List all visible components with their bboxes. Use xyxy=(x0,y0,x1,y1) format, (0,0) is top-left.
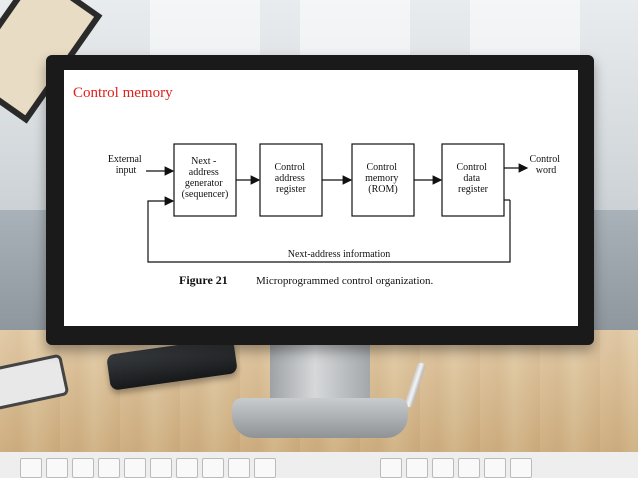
monitor-stand xyxy=(270,335,370,405)
figure-number: Figure 21 xyxy=(179,273,228,287)
control-address-register-label: Control address register xyxy=(274,162,307,195)
monitor-base xyxy=(232,398,408,438)
slide-screen: Control memory External input Next - add… xyxy=(64,70,578,326)
control-data-register-label: Control data register xyxy=(456,162,489,195)
control-word-label: Control word xyxy=(529,154,562,176)
slide-title: Control memory xyxy=(73,85,173,101)
feedback-path xyxy=(147,196,511,263)
control-organization-diagram: External input Next - address generator … xyxy=(108,143,562,287)
sequencer-label: Next - address generator (sequencer) xyxy=(182,156,229,200)
feedback-label: Next-address information xyxy=(288,249,390,260)
external-input-label: External input xyxy=(108,154,144,176)
figure-caption: Microprogrammed control organization. xyxy=(256,275,434,287)
keyboard xyxy=(0,452,638,478)
control-memory-label: Control memory (ROM) xyxy=(365,162,401,195)
